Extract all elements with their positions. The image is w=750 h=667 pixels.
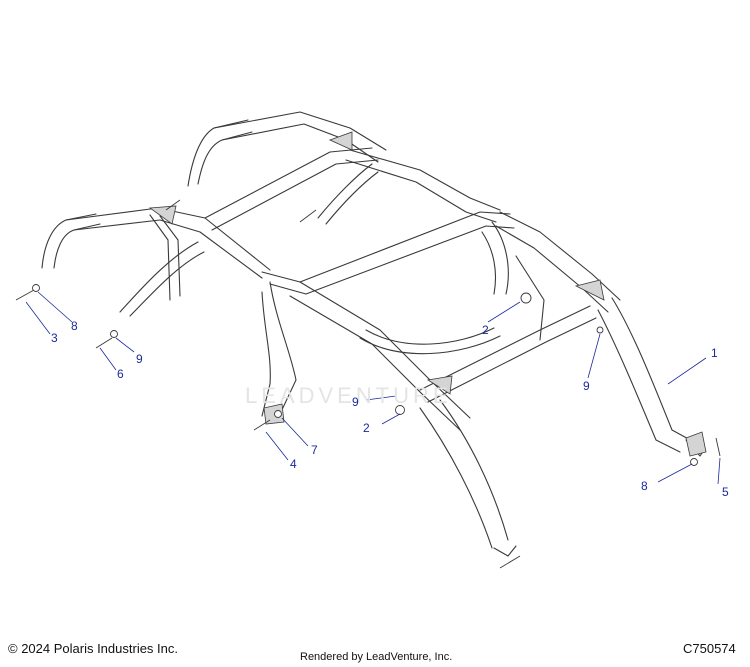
b-pillar-right-inner	[481, 231, 497, 295]
callout-7: 7	[311, 443, 318, 457]
copyright-text: © 2024 Polaris Industries Inc.	[8, 641, 178, 656]
washer-7	[274, 410, 282, 418]
leader-lines	[25, 291, 721, 485]
gusset-front-left	[426, 375, 453, 395]
bracket-front-foot	[685, 431, 707, 457]
callout-4: 4	[290, 457, 297, 471]
washer-8b	[690, 458, 698, 466]
leadventure-watermark: LEADVENTURE	[245, 383, 452, 408]
leader-9b	[587, 333, 601, 379]
gusset-plates	[148, 131, 707, 457]
front-right-pillar	[611, 297, 695, 443]
bolt-6	[95, 337, 113, 349]
leader-2b	[381, 413, 401, 425]
roof-side-tube-left	[204, 147, 373, 219]
rear-top-tube	[213, 111, 387, 151]
roof-side-tube-right	[299, 281, 471, 419]
gusset-rear-right	[328, 131, 353, 151]
rear-left-brace	[119, 241, 199, 313]
callout-5: 5	[722, 485, 729, 499]
callout-9-middle: 9	[352, 395, 359, 409]
gusset-front-right	[574, 279, 605, 301]
callout-2-upper: 2	[482, 323, 489, 337]
callout-8-right: 8	[641, 479, 648, 493]
front-left-pillar	[439, 399, 509, 541]
roof-main-tube	[261, 211, 511, 283]
b-pillar-right	[491, 221, 509, 295]
front-header-tube	[499, 211, 621, 301]
callout-1: 1	[711, 346, 718, 360]
rear-left-diag-2	[159, 215, 181, 297]
bolt-front-left	[499, 555, 521, 569]
rear-right-brace	[317, 163, 373, 219]
roll-cage-frame	[41, 111, 705, 557]
rendered-by-text: Rendered by LeadVenture, Inc.	[300, 651, 453, 663]
leader-7	[281, 417, 309, 447]
leader-2a	[487, 301, 521, 323]
callout-3: 3	[51, 331, 58, 345]
callout-2-lower: 2	[363, 421, 370, 435]
leader-5	[717, 457, 721, 485]
washer-9	[110, 330, 118, 338]
rear-left-upright	[41, 213, 97, 269]
bolt-rear-2	[165, 199, 181, 211]
rear-left-diag	[149, 214, 171, 301]
rear-left-brace-inner	[129, 251, 205, 317]
callout-6: 6	[117, 367, 124, 381]
roof-side-tube-right-lower	[289, 295, 461, 431]
callout-9-left: 9	[136, 352, 143, 366]
rear-cross-tube-left-lower	[73, 219, 263, 279]
front-header-tube-lower	[495, 225, 609, 313]
lower-arc-tube	[359, 335, 501, 355]
leader-9a	[115, 337, 135, 353]
leader-6	[99, 347, 117, 371]
part-number: C750574	[683, 641, 736, 656]
lower-arc-tube-inner	[365, 327, 495, 345]
gusset-rear-left	[148, 205, 177, 225]
leader-9c	[365, 395, 397, 401]
rear-right-brace-inner	[325, 171, 379, 225]
leader-8b	[657, 463, 693, 483]
bolt-5	[715, 437, 721, 457]
clamp-2	[395, 405, 405, 415]
roof-cross-tube-1-lower	[345, 159, 497, 223]
callout-9-right: 9	[583, 379, 590, 393]
b-pillar-left	[269, 281, 297, 415]
rear-top-tube-lower	[221, 123, 379, 163]
b-pillar-left-inner	[261, 291, 271, 417]
bolt-4	[253, 419, 271, 431]
roof-main-tube-lower	[269, 225, 515, 295]
rear-right-upright	[187, 119, 249, 187]
washer-8	[32, 284, 40, 292]
rear-left-upright-inner	[53, 223, 101, 269]
leader-1	[667, 357, 707, 385]
callout-8-left: 8	[71, 319, 78, 333]
leader-3	[25, 301, 51, 335]
roof-cross-tube-1	[349, 149, 501, 211]
front-right-pillar-inner	[597, 309, 681, 453]
rear-cross-tube-left	[65, 207, 271, 271]
front-cross-tube	[419, 305, 591, 391]
bracket-b-pillar	[263, 403, 285, 425]
front-left-foot	[493, 545, 517, 557]
front-left-pillar-inner	[419, 407, 493, 549]
clamp-2b	[520, 292, 532, 304]
nut-9	[596, 326, 604, 334]
bolt-rear	[299, 209, 317, 223]
leader-8a	[37, 291, 73, 323]
leader-4	[265, 431, 289, 461]
roof-side-tube-left-lower	[211, 159, 379, 231]
bolt-3	[15, 289, 35, 301]
fasteners	[15, 199, 721, 569]
b-pillar-right-diag	[515, 255, 545, 341]
front-cross-tube-lower	[427, 317, 597, 403]
